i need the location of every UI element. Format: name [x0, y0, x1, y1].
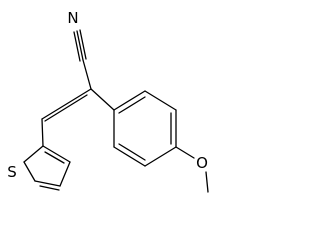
aryl-bond-1-inner: [118, 96, 146, 114]
alkene-to-aryl-bond: [90, 88, 115, 111]
aryl-bond-5: [113, 146, 146, 167]
ether-oxygen-label: O: [196, 154, 208, 172]
methoxy-group: O: [175, 146, 209, 193]
triple-bond-center: [76, 30, 84, 61]
aryl-to-oxygen-bond: [175, 146, 195, 159]
nitrile-nitrogen-label: N: [67, 9, 78, 27]
nitrile-to-alkene-bond: [82, 59, 92, 90]
thiophene-c5-c4-bond: [34, 180, 61, 187]
oxygen-to-methyl-bond: [205, 171, 209, 193]
aryl-bond-2: [144, 90, 177, 111]
thiophene-ring: S: [7, 118, 71, 191]
thiophene-c2-s-bond: [23, 145, 44, 163]
aryl-bond-5-inner: [118, 143, 146, 161]
methoxyphenyl-ring: [113, 90, 177, 167]
thiophene-c3-c2-bond: [42, 145, 71, 163]
structure-diagram: N S O: [7, 9, 209, 193]
thiophene-c3-c2-double-inner: [44, 151, 65, 164]
thiophene-c4-c3-bond: [59, 161, 71, 187]
aryl-bond-4: [144, 146, 177, 167]
alkene-double-bond-inner: [44, 94, 88, 122]
alkene-double-bond-outer: [41, 88, 92, 120]
alkene: [41, 59, 115, 122]
triple-bond-outer-left: [73, 31, 81, 62]
thiophene-sulfur-label: S: [7, 163, 17, 181]
alkene-to-thiophene-bond: [41, 118, 44, 147]
triple-bond-outer-right: [79, 29, 87, 60]
nitrile-group: N: [67, 9, 87, 62]
aryl-bond-1: [113, 90, 146, 111]
thiophene-c5-c4-double-inner: [39, 185, 60, 191]
thiophene-s-c5-bond: [23, 161, 36, 182]
